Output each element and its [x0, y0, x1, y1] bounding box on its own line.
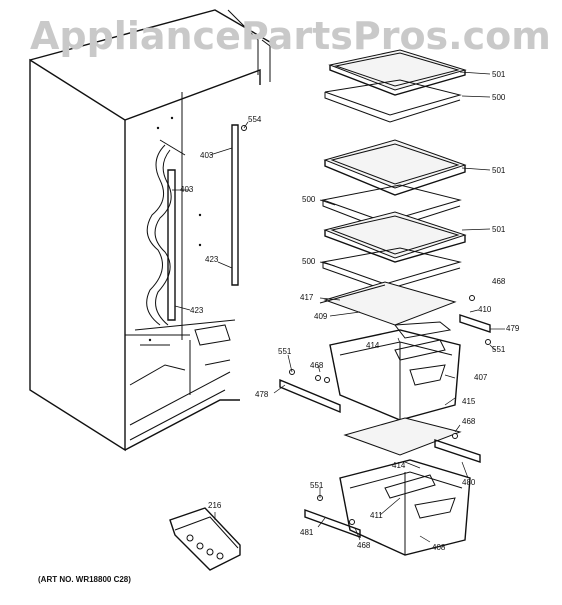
callout-551-b: 551: [278, 347, 292, 356]
callout-481: 481: [300, 528, 314, 537]
callout-500-c: 500: [302, 257, 316, 266]
callout-408: 408: [432, 543, 446, 552]
leader-lines: [172, 71, 505, 543]
callout-410: 410: [478, 305, 492, 314]
callout-500-b: 500: [302, 195, 316, 204]
callout-468-b: 468: [310, 361, 324, 370]
shelf-top-drawing: [324, 49, 467, 123]
callout-554: 554: [248, 115, 262, 124]
callout-551-a: 551: [492, 345, 506, 354]
callout-501-b: 501: [492, 166, 506, 175]
callout-501-c: 501: [492, 225, 506, 234]
shelf-middle-drawing: [321, 139, 467, 231]
callout-407: 407: [474, 373, 488, 382]
callout-417: 417: [300, 293, 314, 302]
callout-labels: 554 403 403 423 423 501 500 501 500 501 …: [180, 70, 520, 552]
watermark: AppliancePartsPros.com: [30, 14, 551, 58]
callout-478: 478: [255, 390, 269, 399]
callout-480: 480: [462, 478, 476, 487]
callout-403-a: 403: [200, 151, 214, 160]
callout-409: 409: [314, 312, 328, 321]
callout-216: 216: [208, 501, 222, 510]
callout-479: 479: [506, 324, 520, 333]
callout-414-a: 414: [366, 341, 380, 350]
shelf-lower-drawing: [321, 211, 467, 291]
slides-drawing: [241, 125, 491, 538]
crisper-cover-drawing: [319, 281, 457, 339]
bin-drawing: [169, 507, 241, 571]
crisper-glass-drawing: [343, 417, 462, 456]
callout-468-a: 468: [492, 277, 506, 286]
callout-423-a: 423: [205, 255, 219, 264]
cabinet-drawing: [29, 9, 276, 452]
callout-500-a: 500: [492, 93, 506, 102]
callout-423-b: 423: [190, 306, 204, 315]
upper-drawer-drawing: [329, 329, 461, 421]
art-number: (ART NO. WR18800 C28): [38, 575, 131, 584]
lower-drawer-drawing: [339, 459, 471, 556]
callout-551-c: 551: [310, 481, 324, 490]
callout-501-a: 501: [492, 70, 506, 79]
callout-403-b: 403: [180, 185, 194, 194]
callout-468-c: 468: [462, 417, 476, 426]
callout-468-d: 468: [357, 541, 371, 550]
callout-414-b: 414: [392, 461, 406, 470]
callout-411: 411: [370, 511, 383, 520]
callout-415: 415: [462, 397, 476, 406]
